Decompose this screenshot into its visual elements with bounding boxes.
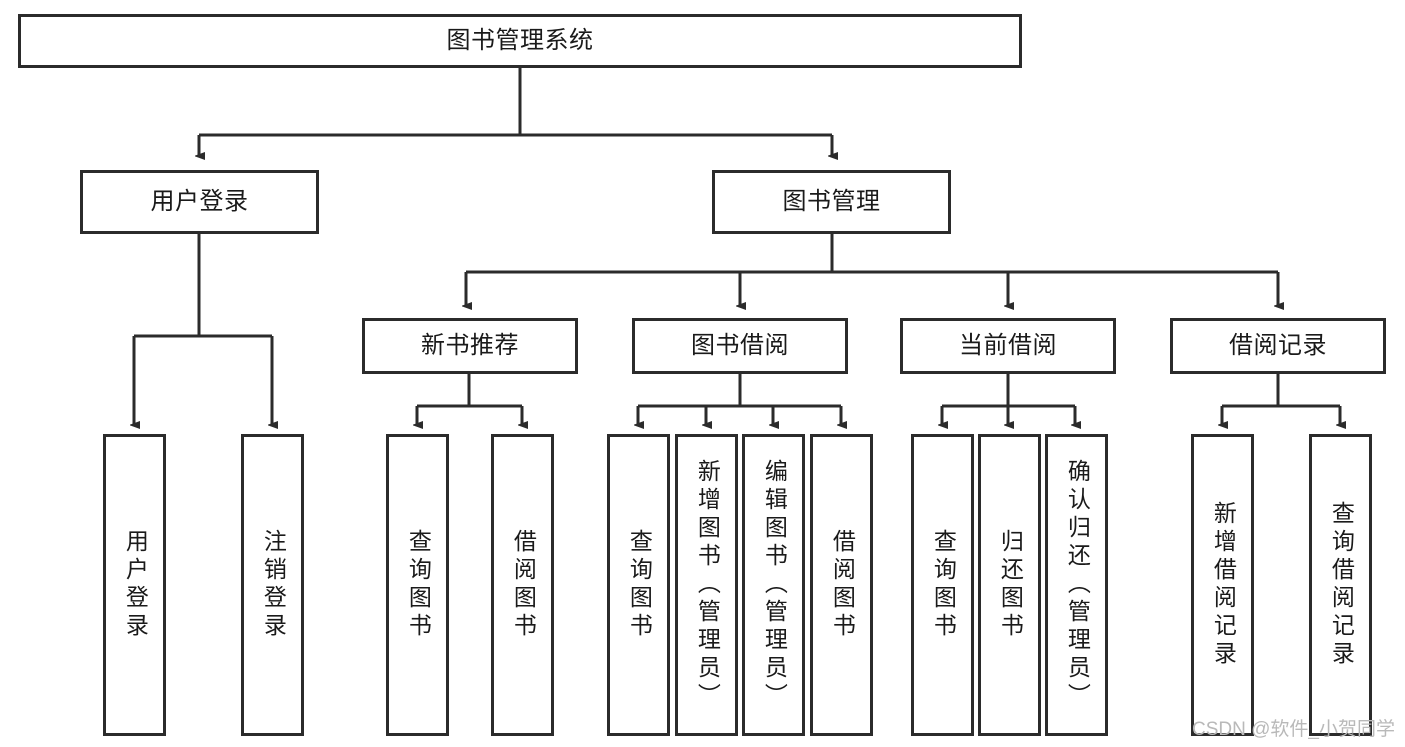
leaf-user-login-signin[interactable]: 用户登录	[103, 434, 166, 736]
node-current-borrow-label: 当前借阅	[959, 331, 1057, 359]
node-user-login-label: 用户登录	[150, 187, 249, 215]
node-root-system-label: 图书管理系统	[446, 26, 594, 54]
node-root-system[interactable]: 图书管理系统	[18, 14, 1022, 68]
leaf-user-login-signout[interactable]: 注销登录	[241, 434, 304, 736]
leaf-book-borrow-lend-label: 借阅图书	[829, 529, 856, 641]
leaf-book-borrow-add-label: 新增图书（管理员）	[694, 459, 721, 711]
csdn-watermark: CSDN @软件_小贺同学	[1192, 719, 1395, 740]
leaf-book-borrow-query[interactable]: 查询图书	[607, 434, 670, 736]
node-book-manage-label: 图书管理	[782, 187, 881, 215]
leaf-current-borrow-confirm-label: 确认归还（管理员）	[1064, 459, 1091, 711]
leaf-user-login-signout-label: 注销登录	[260, 529, 287, 641]
leaf-new-book-borrow-label: 借阅图书	[510, 529, 537, 641]
leaf-borrow-record-query-label: 查询借阅记录	[1328, 501, 1355, 669]
node-new-book-recommend[interactable]: 新书推荐	[362, 318, 578, 374]
node-book-borrow[interactable]: 图书借阅	[632, 318, 848, 374]
node-new-book-recommend-label: 新书推荐	[421, 331, 519, 359]
node-user-login[interactable]: 用户登录	[80, 170, 319, 234]
leaf-book-borrow-add[interactable]: 新增图书（管理员）	[675, 434, 738, 736]
leaf-new-book-borrow[interactable]: 借阅图书	[491, 434, 554, 736]
leaf-book-borrow-edit-label: 编辑图书（管理员）	[761, 459, 788, 711]
leaf-book-borrow-lend[interactable]: 借阅图书	[810, 434, 873, 736]
leaf-current-borrow-query[interactable]: 查询图书	[911, 434, 974, 736]
leaf-user-login-signin-label: 用户登录	[122, 529, 149, 641]
leaf-new-book-query-label: 查询图书	[405, 529, 432, 641]
leaf-current-borrow-confirm[interactable]: 确认归还（管理员）	[1045, 434, 1108, 736]
leaf-borrow-record-add-label: 新增借阅记录	[1210, 501, 1237, 669]
leaf-borrow-record-add[interactable]: 新增借阅记录	[1191, 434, 1254, 736]
leaf-book-borrow-query-label: 查询图书	[626, 529, 653, 641]
node-book-manage[interactable]: 图书管理	[712, 170, 951, 234]
leaf-borrow-record-query[interactable]: 查询借阅记录	[1309, 434, 1372, 736]
node-borrow-record-label: 借阅记录	[1229, 331, 1327, 359]
leaf-book-borrow-edit[interactable]: 编辑图书（管理员）	[742, 434, 805, 736]
node-book-borrow-label: 图书借阅	[691, 331, 789, 359]
node-borrow-record[interactable]: 借阅记录	[1170, 318, 1386, 374]
node-current-borrow[interactable]: 当前借阅	[900, 318, 1116, 374]
leaf-new-book-query[interactable]: 查询图书	[386, 434, 449, 736]
leaf-current-borrow-return[interactable]: 归还图书	[978, 434, 1041, 736]
leaf-current-borrow-query-label: 查询图书	[930, 529, 957, 641]
leaf-current-borrow-return-label: 归还图书	[997, 529, 1024, 641]
